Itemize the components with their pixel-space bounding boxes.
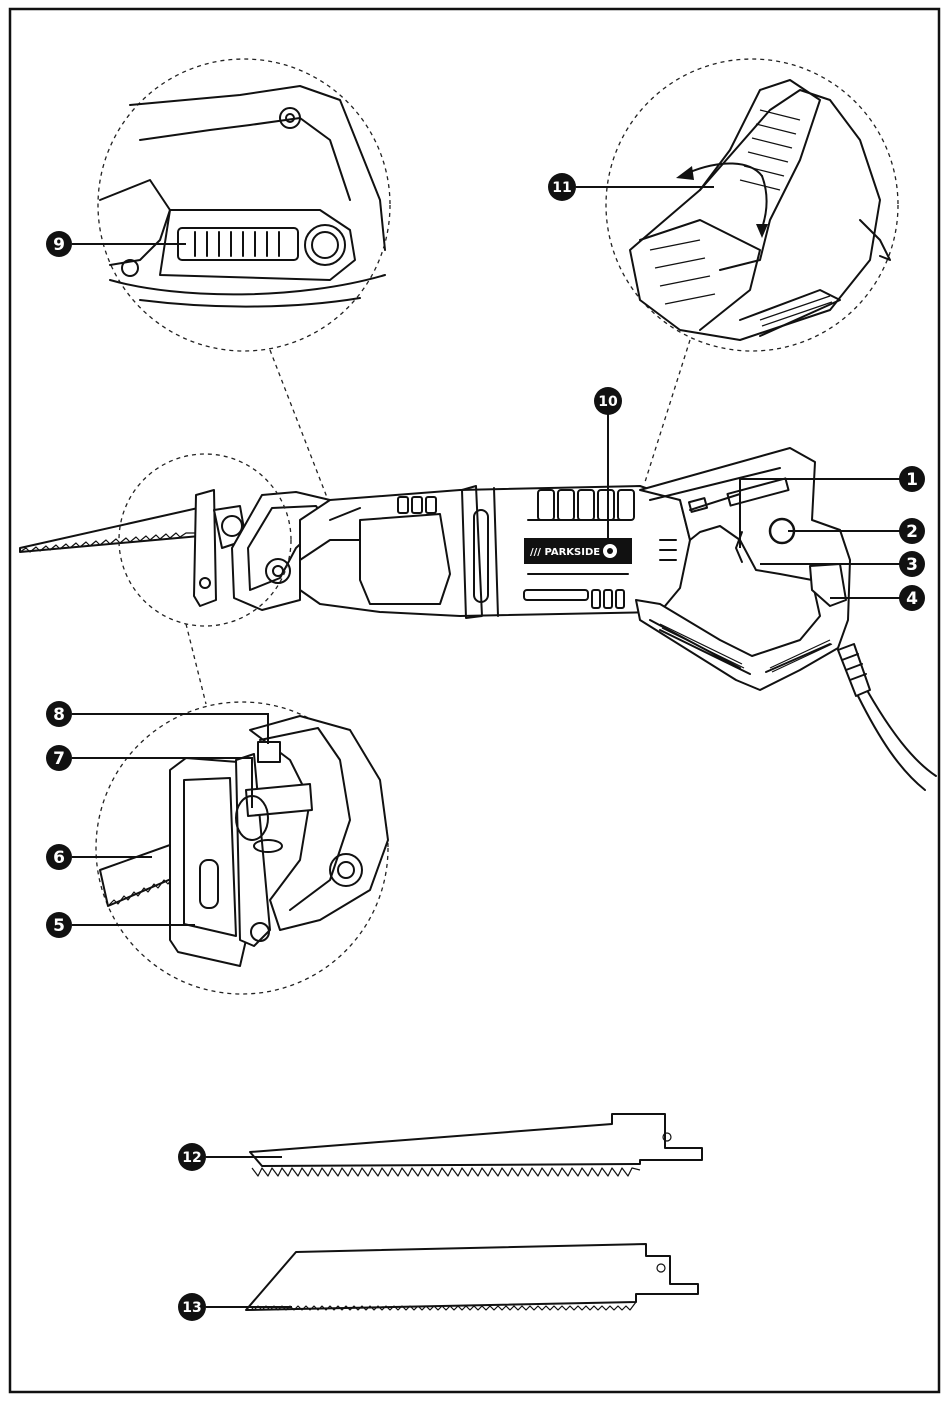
callout-6-label: 6 (53, 848, 65, 868)
callout-9: 9 (46, 231, 186, 257)
callout-10-label: 10 (598, 394, 618, 410)
main-saw-blade (20, 508, 200, 552)
callout-4-label: 4 (906, 589, 918, 609)
callout-1-label: 1 (906, 470, 918, 490)
release-sleeve (258, 742, 280, 762)
callout-7-label: 7 (53, 749, 65, 769)
accessory-blade-13 (246, 1244, 698, 1310)
callout-3-label: 3 (906, 555, 918, 575)
detail-view-blade-clamp (96, 702, 388, 994)
callout-8: 8 (46, 701, 268, 744)
power-cord (838, 644, 936, 790)
callout-11-label: 11 (552, 180, 571, 196)
detail-view-rotating-handle (606, 59, 898, 351)
detail-view-front-housing (98, 59, 390, 351)
callout-2-label: 2 (906, 522, 918, 542)
vent-slots-detail (178, 228, 298, 260)
callout-9-label: 9 (53, 235, 65, 255)
callout-12-label: 12 (182, 1150, 201, 1166)
brand-label: /// PARKSIDE (530, 547, 600, 558)
callout-13-label: 13 (182, 1300, 201, 1316)
callout-5-label: 5 (53, 916, 65, 936)
reciprocating-saw: /// PARKSIDE (20, 448, 936, 790)
accessory-blade-12 (250, 1114, 702, 1176)
callout-8-label: 8 (53, 705, 65, 725)
